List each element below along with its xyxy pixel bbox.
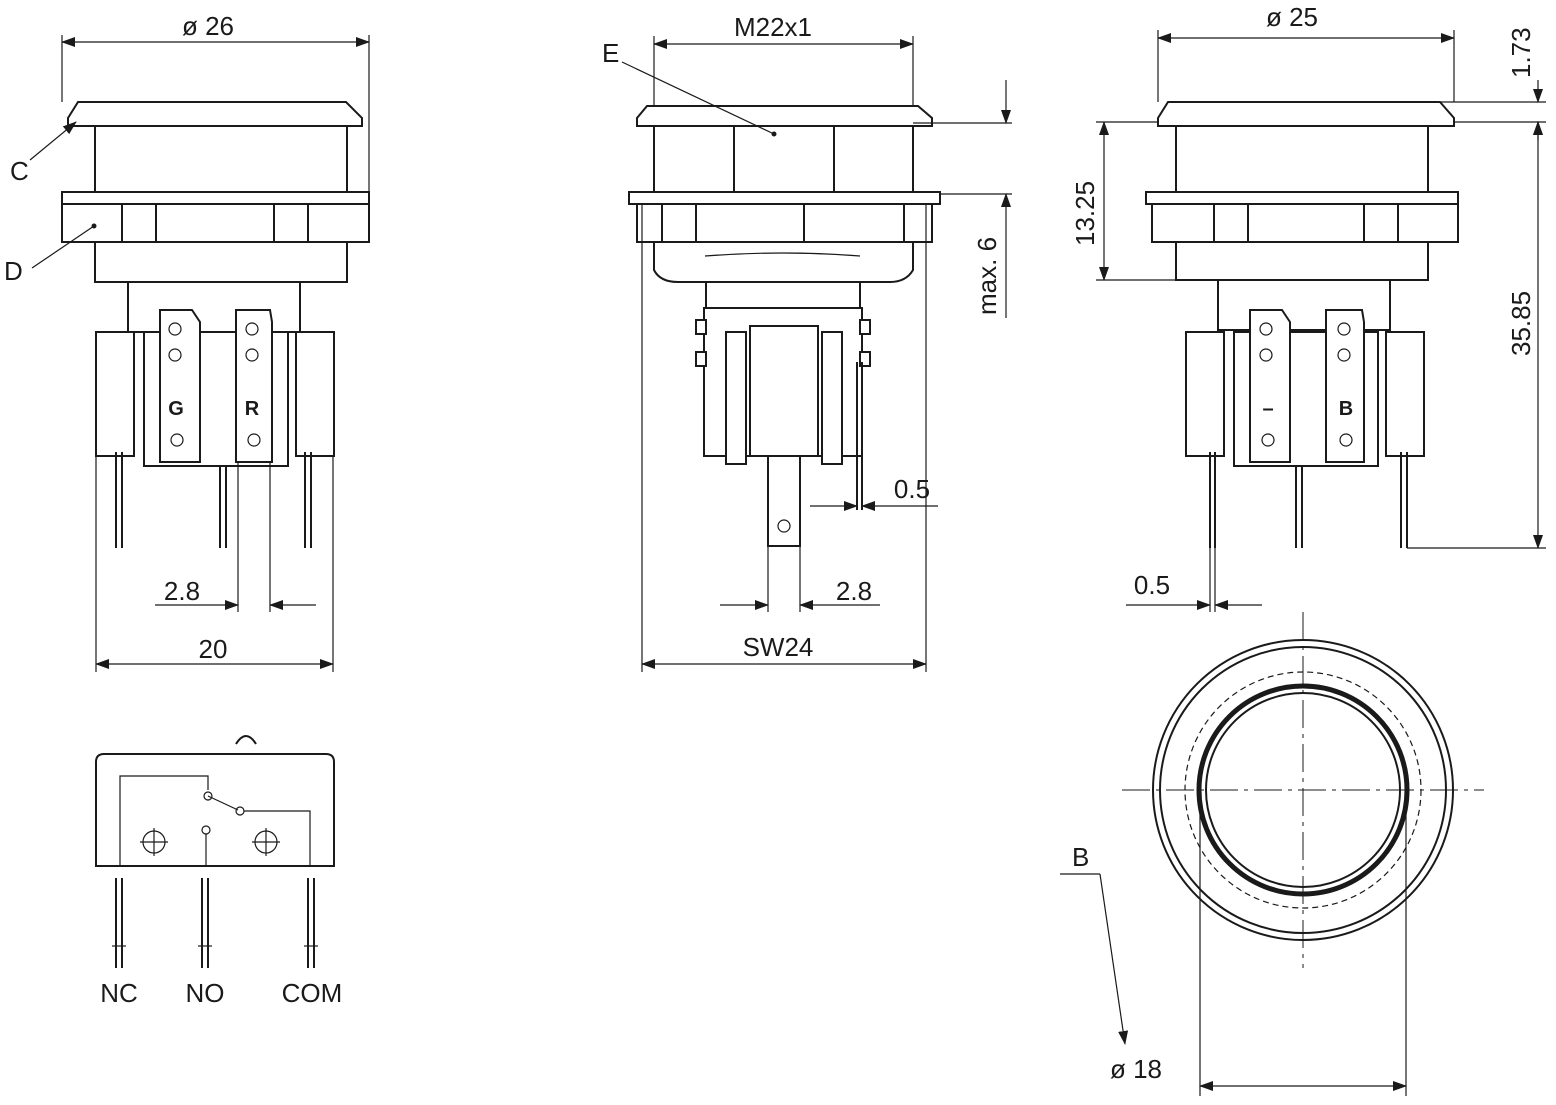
terminal-mark-g: G [168,398,184,420]
dimension-dia-26: ø 26 [182,11,234,41]
terminal-mark-b: B [1339,398,1353,420]
dimension-sw24: SW24 [743,632,814,662]
top-view: ø 18 B [1060,612,1484,1096]
pin-label-no: NO [186,978,225,1008]
label-e: E [602,38,619,68]
dimension-0-5-front: 0.5 [894,474,930,504]
dimension-2-8-mid: 2.8 [836,576,872,606]
dimension-m22x1: M22x1 [734,12,812,42]
dimension-20: 20 [199,634,228,664]
dimension-1-73: 1.73 [1506,27,1536,78]
dimension-max-6: max. 6 [972,237,1002,315]
side-view-right: – B ø 25 1.73 13.25 35.85 0.5 [1070,2,1546,612]
pin-label-com: COM [282,978,343,1008]
terminal-mark-r: R [245,398,260,420]
dimension-13-25: 13.25 [1070,181,1100,246]
dimension-35-85: 35.85 [1506,291,1536,356]
label-c: C [10,156,29,186]
dimension-dia-25: ø 25 [1266,2,1318,32]
dimension-0-5-right: 0.5 [1134,570,1170,600]
terminal-mark-minus: – [1262,398,1273,420]
dimension-2-8-left: 2.8 [164,576,200,606]
dimension-dia-18: ø 18 [1110,1054,1162,1084]
label-b: B [1072,842,1089,872]
label-d: D [4,256,23,286]
pin-label-nc: NC [100,978,138,1008]
side-view-left: G R ø 26 20 2.8 C D [4,11,370,672]
switch-schematic: NC NO COM [95,735,343,1008]
side-view-middle: M22x1 E max. 6 0.5 2.8 SW24 [602,12,1012,672]
